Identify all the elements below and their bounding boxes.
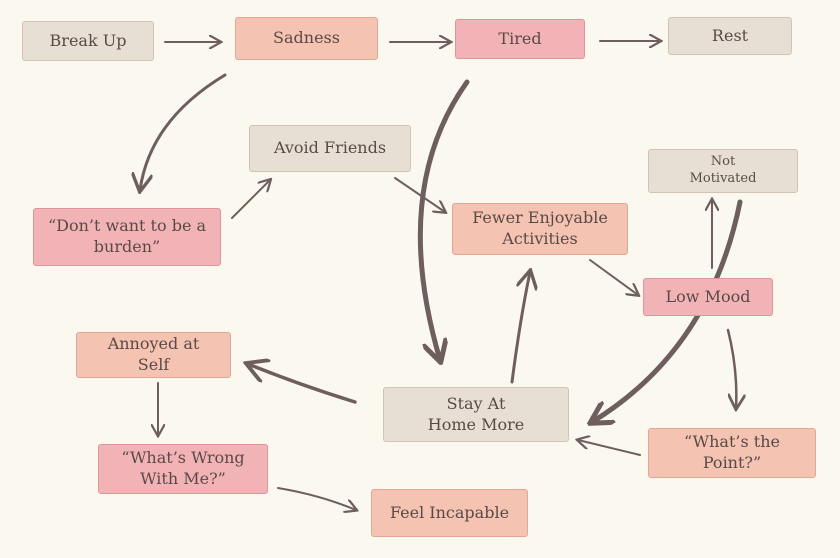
node-stay-label-2: Home More	[427, 414, 525, 434]
node-not-motivated: Not Motivated	[648, 149, 798, 193]
arrow-fewer-to-lowmood	[589, 259, 638, 295]
arrow-stay-to-annoyed	[248, 364, 357, 404]
node-fewer-enjoyable-activities: Fewer Enjoyable Activities	[452, 203, 628, 255]
node-whats-wrong-label-2: With Me?”	[140, 469, 226, 488]
node-break-up: Break Up	[22, 21, 154, 61]
node-fewer-label-2: Activities	[502, 229, 578, 248]
node-sadness-label: Sadness	[273, 28, 340, 48]
node-whats-the-point: “What’s the Point?”	[648, 428, 816, 478]
node-break-up-label: Break Up	[49, 30, 127, 50]
node-tired: Tired	[455, 19, 585, 59]
node-stay-label-1: Stay At	[446, 393, 506, 413]
arrow-whatspoint-to-stay	[578, 440, 641, 456]
arrow-whatswrong-to-incapable	[277, 487, 356, 510]
node-whats-wrong-with-me: “What’s Wrong With Me?”	[98, 444, 268, 494]
node-dont-want-label-1: “Don’t want to be a	[47, 216, 207, 236]
node-fewer-label-1: Fewer Enjoyable	[472, 208, 608, 228]
node-rest-label: Rest	[711, 25, 749, 45]
node-feel-incapable-label: Feel Incapable	[389, 502, 510, 522]
arrow-notmotivated-to-stay	[592, 199, 743, 422]
node-annoyed-label-1: Annoyed at	[107, 334, 200, 354]
node-whats-wrong-label-1: “What’s Wrong	[121, 448, 245, 468]
node-rest: Rest	[668, 17, 792, 55]
arrow-avoid-to-fewer	[394, 177, 445, 212]
node-low-mood-label: Low Mood	[665, 286, 751, 306]
node-not-motivated-label-2: Motivated	[689, 171, 757, 186]
node-dont-want-to-be-a-burden: “Don’t want to be a burden”	[33, 208, 221, 266]
node-whats-point-label-2: Point?”	[702, 453, 762, 472]
arrow-stay-to-fewer	[510, 272, 530, 384]
node-dont-want-label-2: burden”	[93, 237, 161, 256]
node-not-motivated-label-1: Not	[710, 154, 736, 170]
arrow-dontwant-to-avoid	[231, 180, 270, 219]
arrow-tired-to-stay	[417, 79, 470, 360]
arrow-sadness-to-dontwant	[140, 73, 227, 190]
node-avoid-friends-label: Avoid Friends	[273, 138, 387, 158]
node-tired-label: Tired	[498, 28, 542, 48]
node-annoyed-label-2: Self	[137, 355, 170, 374]
node-sadness: Sadness	[235, 17, 378, 60]
node-whats-point-label-1: “What’s the	[684, 432, 780, 452]
node-annoyed-at-self: Annoyed at Self	[76, 332, 231, 378]
node-stay-at-home-more: Stay At Home More	[383, 387, 569, 442]
arrow-lowmood-to-whatspoint	[726, 328, 736, 408]
node-avoid-friends: Avoid Friends	[249, 125, 411, 172]
node-low-mood: Low Mood	[643, 278, 773, 316]
node-feel-incapable: Feel Incapable	[371, 489, 528, 537]
